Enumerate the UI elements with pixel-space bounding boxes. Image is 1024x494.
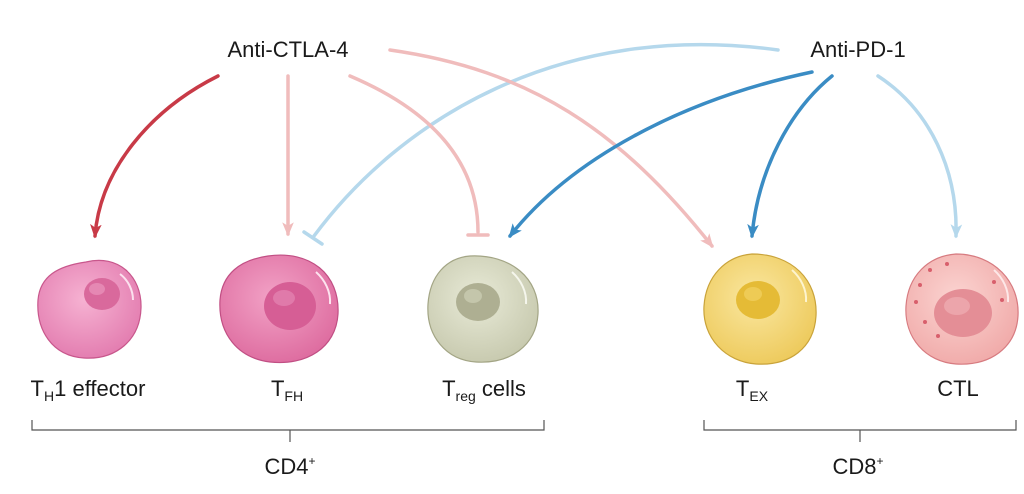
th1-label: TH1 effector (30, 376, 146, 404)
pd1-to-tex-arrow (747, 74, 834, 239)
th1-cell (37, 259, 142, 359)
tfh-label: TFH (270, 376, 304, 404)
ctla4-to-th1-arrow (90, 74, 220, 239)
ctla4-to-tex-arrow (388, 48, 714, 248)
tex-cell (703, 253, 817, 365)
pd1-to-treg-arrow (508, 70, 814, 238)
anti-ctla4-label: Anti-CTLA-4 (227, 37, 349, 62)
treg-label: Treg cells (442, 376, 526, 404)
ctl-label: CTL (937, 376, 979, 401)
treg-cell (427, 255, 539, 363)
pd1-to-ctl-arrow (876, 74, 963, 239)
tex-label: TEX (735, 376, 769, 404)
pd1-inhibits-tfh-arrow (312, 42, 780, 238)
pd1-tfh-bar (302, 230, 324, 246)
anti-pd1-label: Anti-PD-1 (810, 37, 906, 62)
cd8-label: CD8+ (832, 454, 884, 479)
tfh-cell (219, 254, 339, 364)
cd4-label: CD4+ (264, 454, 316, 479)
cd8-bracket (703, 420, 1017, 442)
ctla4-inhibits-treg-arrow (348, 74, 480, 234)
ctl-cell (905, 253, 1019, 365)
cd4-bracket (31, 420, 545, 442)
